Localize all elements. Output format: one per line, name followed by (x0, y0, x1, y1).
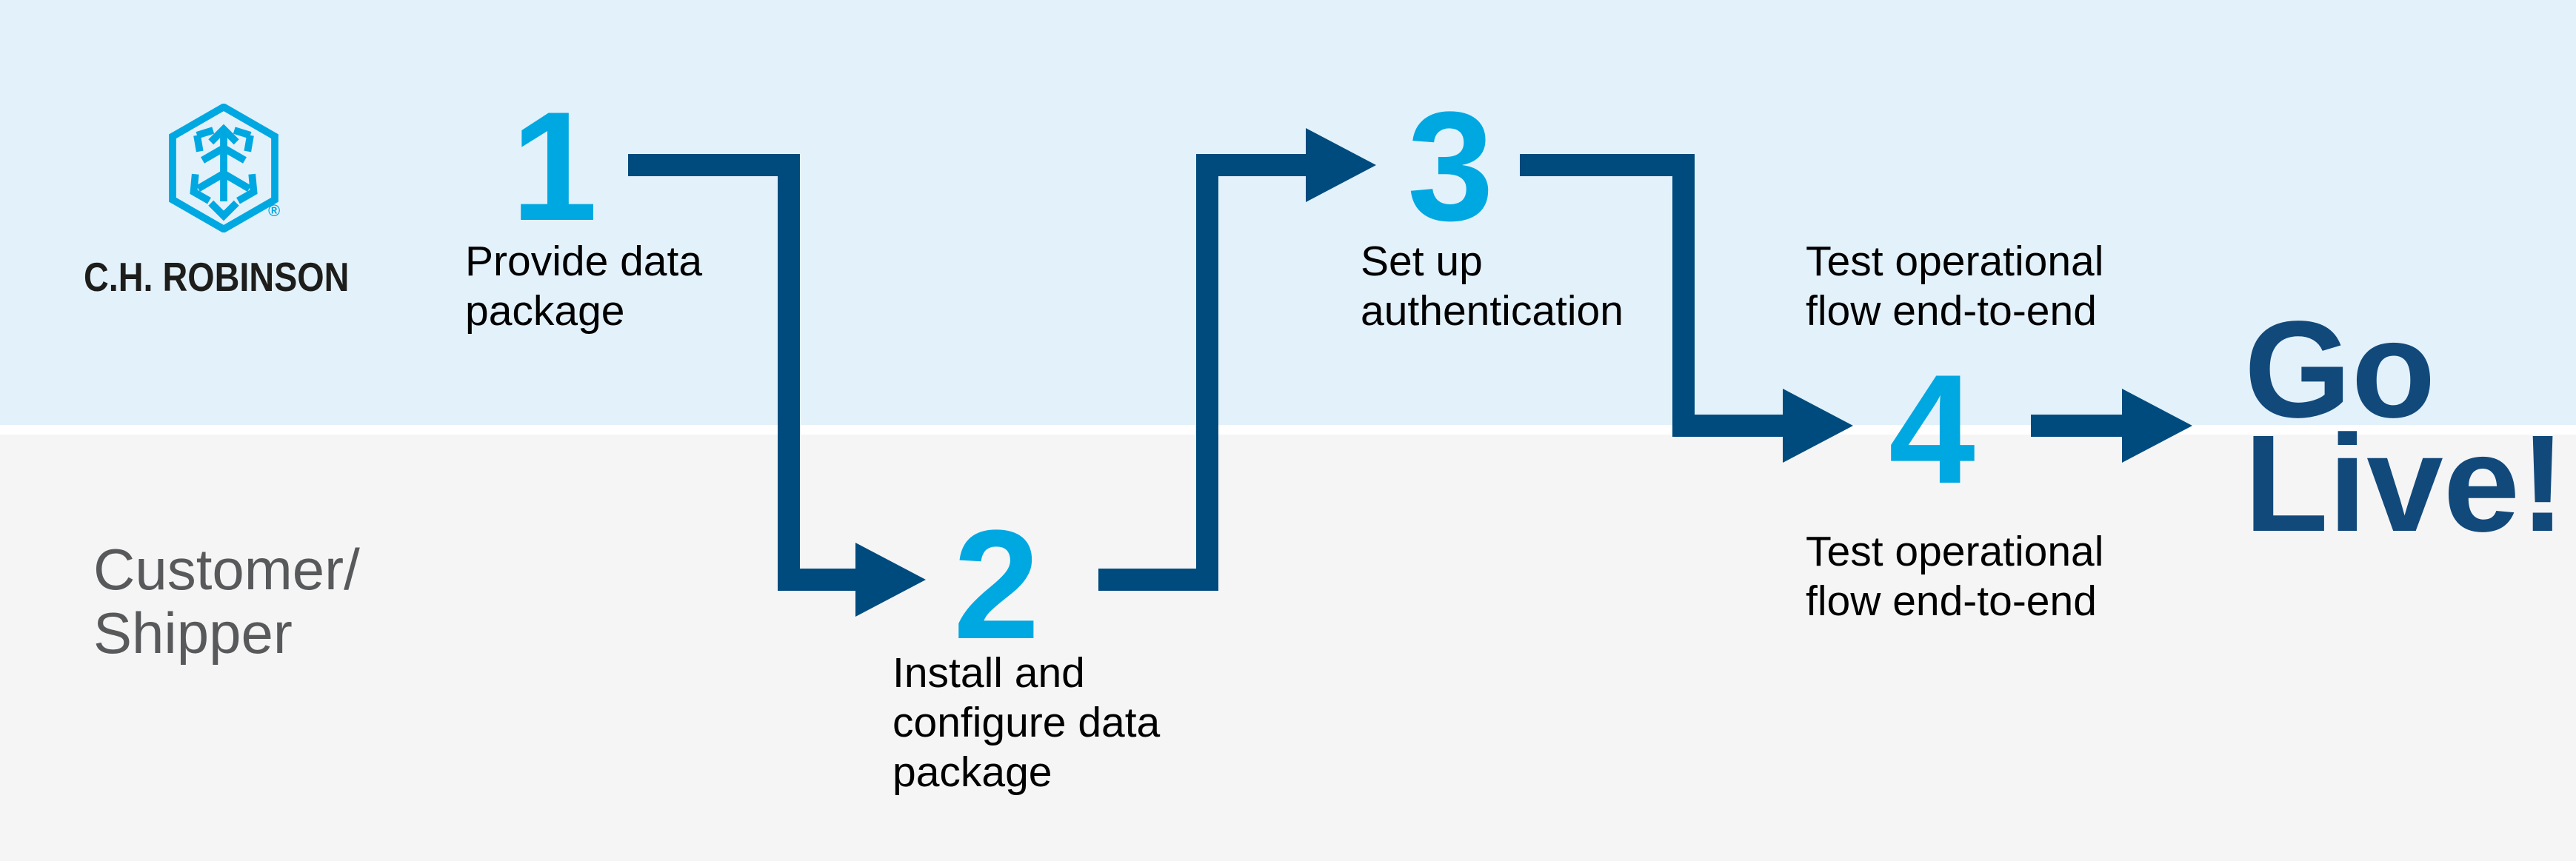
step-2-label-line1: Install and (892, 649, 1085, 697)
step-1-label-line2: package (465, 287, 625, 335)
flow-connector-4-golive-shaft (2031, 415, 2122, 437)
lane-divider (0, 425, 2576, 435)
step-1-label-line1: Provide data (465, 238, 703, 285)
step-1-number: 1 (511, 79, 598, 253)
step-4-label-below-line2: flow end-to-end (1806, 577, 2097, 625)
arrow-head-into-step-2-icon (855, 543, 926, 617)
step-3-number: 3 (1407, 79, 1494, 253)
flow-connector-3-4-vertical (1672, 154, 1695, 437)
registered-trademark-symbol: ® (268, 201, 281, 220)
step-3-label-line2: authentication (1361, 287, 1624, 335)
customer-lane-label-line1: Customer/ (93, 537, 360, 602)
step-4-label-above: Test operational flow end-to-end (1806, 237, 2103, 336)
flow-connector-2-3-top (1196, 154, 1306, 176)
flow-connector-3-4-top (1520, 154, 1695, 176)
arrow-head-into-step-3-icon (1306, 128, 1376, 202)
step-4-label-below-line1: Test operational (1806, 528, 2104, 575)
step-2-label-line2: configure data (892, 699, 1161, 746)
go-live-line2: Live! (2244, 407, 2566, 560)
step-2-number: 2 (953, 497, 1040, 671)
flow-connector-1-2-top (628, 154, 800, 176)
customer-lane-label: Customer/ Shipper (93, 537, 360, 665)
chrobinson-logo-icon (168, 102, 279, 234)
step-1-label: Provide data package (465, 237, 702, 336)
step-4-label-above-line2: flow end-to-end (1806, 287, 2097, 335)
chrobinson-wordmark: C.H. ROBINSON (84, 254, 350, 300)
flow-connector-2-3-vertical (1196, 154, 1218, 591)
customer-lane-label-line2: Shipper (93, 600, 293, 666)
step-4-label-above-line1: Test operational (1806, 238, 2104, 285)
customer-lane-background (0, 435, 2576, 861)
step-4-number: 4 (1889, 342, 1975, 516)
step-4-label-below: Test operational flow end-to-end (1806, 527, 2103, 626)
arrow-head-into-golive-icon (2122, 389, 2192, 463)
flow-connector-1-2-bottom (778, 569, 855, 591)
flow-connector-1-2-vertical (778, 154, 800, 591)
flow-connector-3-4-bottom (1672, 415, 1783, 437)
step-2-label-line3: package (892, 748, 1052, 796)
step-3-label: Set up authentication (1361, 237, 1624, 336)
step-2-label: Install and configure data package (892, 649, 1160, 797)
go-live-line1: Go (2244, 293, 2436, 446)
step-3-label-line1: Set up (1361, 238, 1483, 285)
arrow-head-into-step-4-icon (1783, 389, 1853, 463)
go-live-title: Go Live! (2244, 293, 2566, 560)
chrobinson-lane-background (0, 0, 2576, 425)
